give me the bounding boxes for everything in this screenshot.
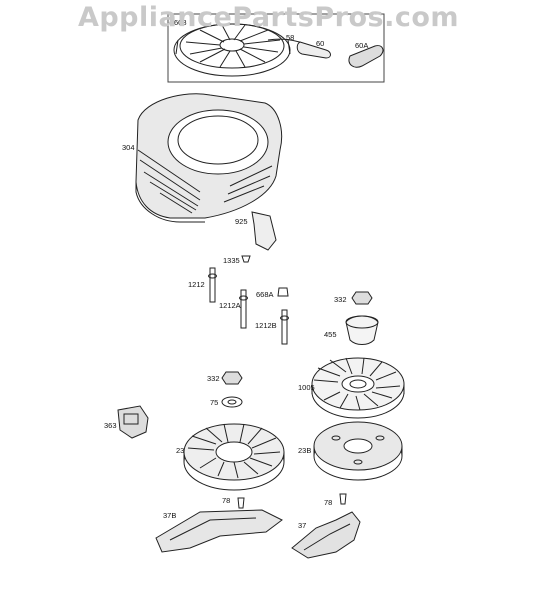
part-label: 1212 — [188, 280, 205, 289]
blower-housing-part[interactable] — [136, 94, 282, 222]
part-label: 37 — [298, 521, 306, 530]
part-label: 1212B — [255, 321, 277, 330]
brake-assembly-37-part[interactable] — [292, 512, 360, 558]
rotating-screen-part[interactable] — [346, 316, 378, 345]
starter-handle-part[interactable] — [297, 42, 330, 58]
air-guide-part[interactable] — [252, 212, 276, 250]
watermark: AppliancePartsPros.com — [77, 2, 460, 33]
flywheel-23b-part[interactable] — [314, 422, 402, 480]
part-label: 78 — [324, 498, 332, 507]
part-label: 60 — [316, 39, 324, 48]
part-label: 668A — [256, 290, 274, 299]
part-label: 23B — [298, 446, 311, 455]
part-label: 608 — [174, 18, 187, 27]
part-label: 60A — [355, 41, 368, 50]
nut-668a-part[interactable] — [278, 288, 288, 296]
flywheel-23-part[interactable] — [184, 424, 284, 490]
stud-1212b-part[interactable] — [281, 310, 289, 344]
part-labels: 608 58 60 60A 304 925 1335 1212 1212A 66… — [104, 18, 368, 530]
part-label: 23 — [176, 446, 184, 455]
part-label: 332 — [334, 295, 347, 304]
ignition-armature-part[interactable] — [118, 406, 148, 438]
screw-78-right-part[interactable] — [340, 494, 346, 504]
part-label: 75 — [210, 398, 218, 407]
part-label: 332 — [207, 374, 220, 383]
brake-bracket-37b-part[interactable] — [156, 510, 282, 552]
part-label: 1005 — [298, 383, 315, 392]
part-label: 363 — [104, 421, 117, 430]
screw-1335-part[interactable] — [242, 256, 250, 262]
flywheel-nut-center-part[interactable] — [222, 372, 242, 384]
part-label: 78 — [222, 496, 230, 505]
screw-78-left-part[interactable] — [238, 498, 244, 508]
part-label: 37B — [163, 511, 176, 520]
part-label: 925 — [235, 217, 248, 226]
stud-1212a-part[interactable] — [240, 290, 248, 328]
starter-callout-box — [168, 14, 384, 82]
part-label: 455 — [324, 330, 337, 339]
part-label: 58 — [286, 33, 294, 42]
recoil-starter-part[interactable] — [174, 24, 290, 76]
part-label: 1212A — [219, 301, 241, 310]
part-label: 1335 — [223, 256, 240, 265]
washer-part[interactable] — [222, 397, 242, 407]
flywheel-1005-part[interactable] — [312, 358, 404, 418]
parts-group — [118, 14, 404, 558]
part-label: 304 — [122, 143, 135, 152]
stud-1212-part[interactable] — [209, 268, 217, 302]
flywheel-nut-right-part[interactable] — [352, 292, 372, 304]
handle-insert-part[interactable] — [349, 46, 383, 68]
